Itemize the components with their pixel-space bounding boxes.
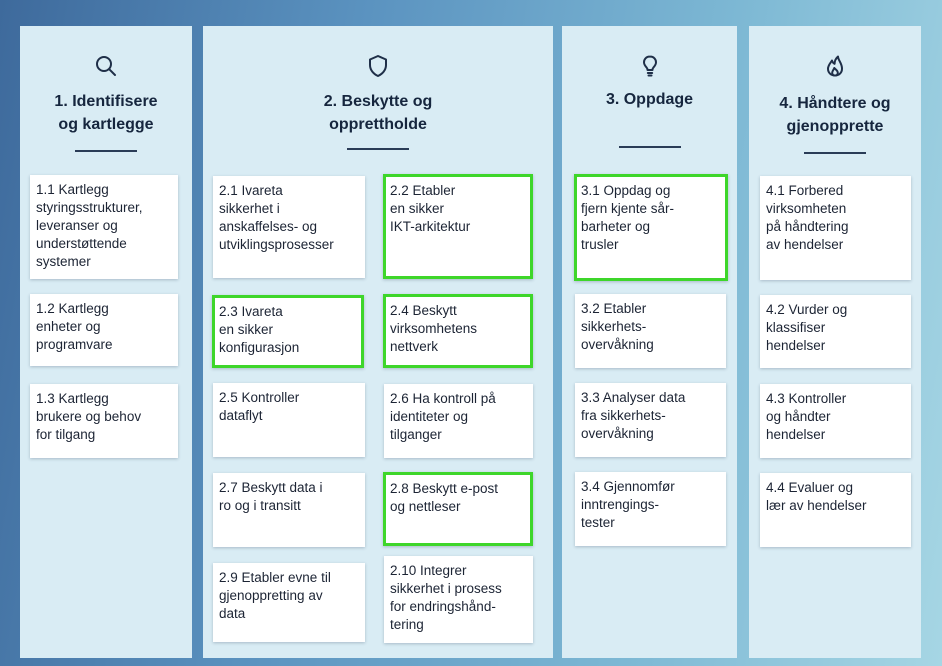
column-detect: 3. Oppdage 3.1 Oppdag og fjern kjente så…: [562, 26, 737, 658]
card-2-10: 2.10 Integrer sikkerhet i prosess for en…: [384, 556, 533, 643]
title-divider: [804, 152, 866, 154]
card-4-2: 4.2 Vurder og klassifiser hendelser: [760, 295, 911, 368]
card-3-2: 3.2 Etabler sikkerhets- overvåkning: [575, 294, 726, 368]
card-2-8: 2.8 Beskytt e-post og nettleser: [383, 472, 533, 546]
card-2-5: 2.5 Kontroller dataflyt: [213, 383, 365, 457]
column-protect: 2. Beskytte og opprettholde 2.1 Ivareta …: [203, 26, 553, 658]
lightbulb-icon: [638, 54, 662, 78]
column-title: 2. Beskytte og opprettholde: [323, 93, 433, 133]
card-1-3: 1.3 Kartlegg brukere og behov for tilgan…: [30, 384, 178, 458]
card-2-9: 2.9 Etabler evne til gjenoppretting av d…: [213, 563, 365, 642]
card-3-3: 3.3 Analyser data fra sikkerhets- overvå…: [575, 383, 726, 457]
card-2-3: 2.3 Ivareta en sikker konfigurasjon: [212, 295, 364, 368]
card-4-3: 4.3 Kontroller og håndter hendelser: [760, 384, 911, 458]
title-divider: [75, 150, 137, 152]
column-respond: 4. Håndtere og gjenopprette 4.1 Forbered…: [749, 26, 921, 658]
card-2-1: 2.1 Ivareta sikkerhet i anskaffelses- og…: [213, 176, 365, 278]
card-1-2: 1.2 Kartlegg enheter og programvare: [30, 294, 178, 366]
card-2-4: 2.4 Beskytt virksomhetens nettverk: [383, 294, 533, 368]
column-title: 1. Identifisere og kartlegge: [54, 93, 158, 133]
card-3-4: 3.4 Gjennomfør inntrengings- tester: [575, 472, 726, 546]
card-3-1: 3.1 Oppdag og fjern kjente sår- barheter…: [574, 174, 728, 281]
column-identify: 1. Identifisere og kartlegge 1.1 Kartleg…: [20, 26, 192, 658]
card-4-1: 4.1 Forbered virksomheten på håndtering …: [760, 176, 911, 280]
search-icon: [94, 54, 118, 78]
column-title: 3. Oppdage: [605, 91, 694, 108]
card-2-2: 2.2 Etabler en sikker IKT-arkitektur: [383, 174, 533, 279]
shield-icon: [366, 54, 390, 78]
column-title: 4. Håndtere og gjenopprette: [779, 95, 891, 135]
card-2-6: 2.6 Ha kontroll på identiteter og tilgan…: [384, 384, 533, 458]
flame-icon: [823, 54, 847, 78]
card-4-4: 4.4 Evaluer og lær av hendelser: [760, 473, 911, 547]
title-divider: [618, 146, 681, 148]
card-1-1: 1.1 Kartlegg styringsstrukturer, leveran…: [30, 175, 178, 279]
title-divider: [347, 148, 409, 150]
card-2-7: 2.7 Beskytt data i ro og i transitt: [213, 473, 365, 547]
